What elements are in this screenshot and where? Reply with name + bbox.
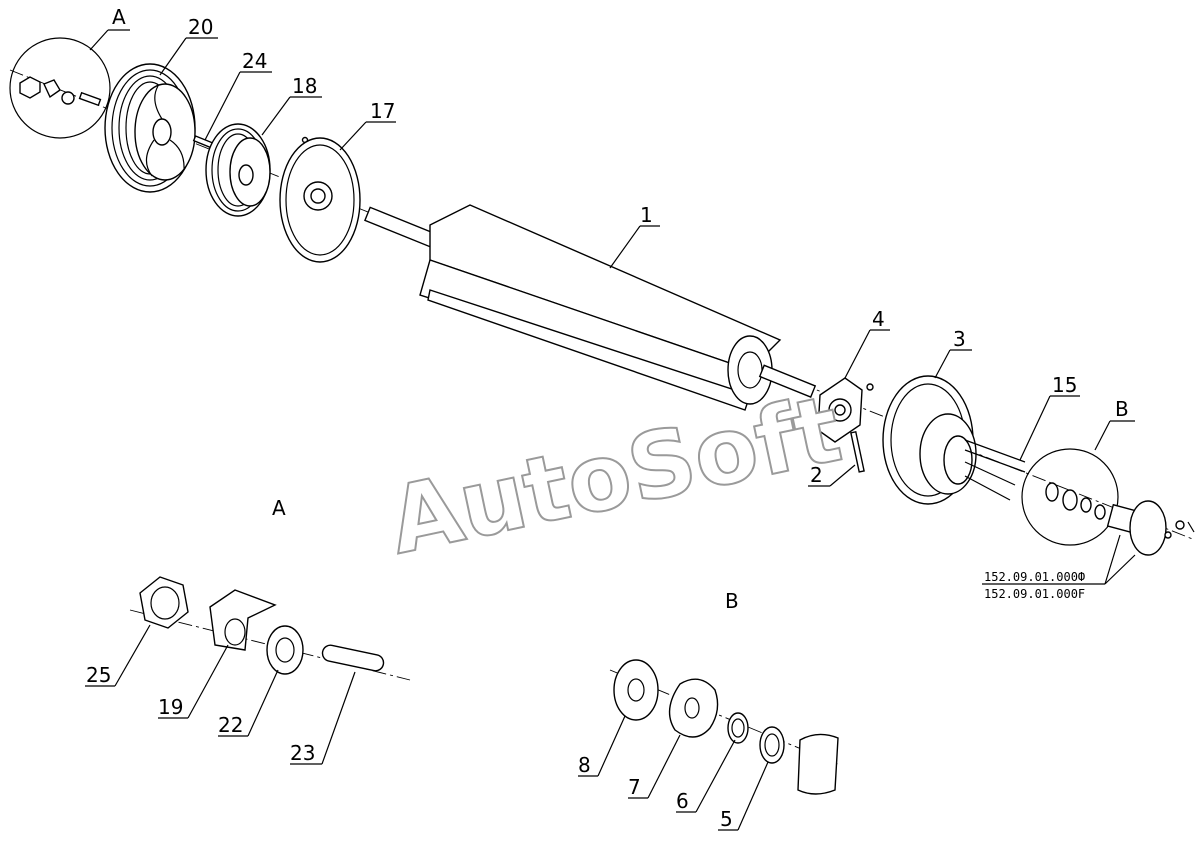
bearing-housing (817, 377, 874, 443)
part-label-2: 2 (810, 463, 823, 487)
end-hub (1106, 500, 1195, 556)
part-label-3: 3 (953, 327, 966, 351)
part-label-1: 1 (640, 203, 653, 227)
pulley-small (205, 123, 271, 217)
washer-notched (613, 659, 659, 721)
part-label-4: 4 (872, 307, 885, 331)
leader-18 (261, 96, 322, 136)
nut (139, 576, 189, 629)
part-label-7: 7 (628, 775, 641, 799)
bearing-ring (759, 726, 785, 764)
housing-cover (882, 375, 977, 505)
circlip (727, 712, 749, 744)
leader-3 (934, 349, 972, 379)
part-label-18: 18 (292, 74, 317, 98)
leader-codes (982, 534, 1136, 585)
part-label-20: 20 (188, 15, 213, 39)
plate-ring (668, 678, 719, 738)
flange-plate (279, 137, 361, 263)
leader-6 (676, 739, 736, 813)
detail-a-title: A (272, 496, 286, 520)
rotor-drum (364, 204, 817, 411)
lock-washer-tab (209, 589, 277, 651)
leader-20 (159, 37, 218, 76)
leader-17 (339, 121, 396, 151)
detail-b-title: B (725, 589, 739, 613)
part-label-22: 22 (218, 713, 243, 737)
key-detail (321, 644, 385, 672)
leader-2 (808, 464, 856, 487)
cotter-pin (850, 430, 865, 473)
part-code-2: 152.09.01.000F (984, 587, 1085, 601)
leader-1 (609, 225, 660, 269)
leader-25 (85, 624, 151, 687)
part-label-19: 19 (158, 695, 183, 719)
part-label-23: 23 (290, 741, 315, 765)
studs (964, 439, 1026, 501)
leader-5 (718, 761, 769, 831)
watermark: AutoSoft (380, 375, 850, 575)
pulley-large (104, 63, 196, 193)
bushing (797, 733, 839, 795)
leader-22 (218, 669, 279, 737)
part-label-25: 25 (86, 663, 111, 687)
part-label-6: 6 (676, 789, 689, 813)
leader-4 (844, 329, 890, 379)
part-label-17: 17 (370, 99, 395, 123)
leader-24 (204, 71, 272, 141)
part-label-24: 24 (242, 49, 267, 73)
callout-b: B (1115, 397, 1129, 421)
leader-19 (158, 644, 229, 719)
detail-circle-b (1021, 448, 1119, 546)
leader-15 (1019, 395, 1080, 461)
part-label-8: 8 (578, 753, 591, 777)
leader-7 (628, 734, 681, 799)
callout-a: A (112, 5, 126, 29)
flat-washer (266, 625, 304, 675)
leader-8 (578, 715, 626, 777)
detail-circle-a (9, 37, 111, 139)
part-label-15: 15 (1052, 373, 1077, 397)
leader-23 (290, 671, 356, 765)
part-code-1: 152.09.01.000Ф (984, 570, 1085, 584)
part-label-5: 5 (720, 807, 733, 831)
